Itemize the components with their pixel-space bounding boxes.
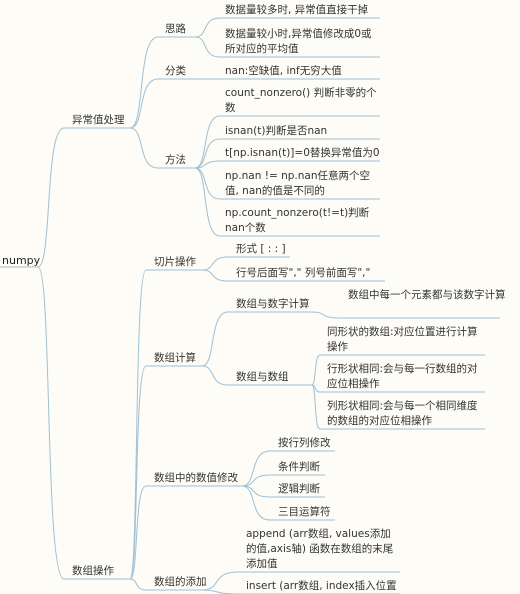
leaf-methods-3[interactable]: t[np.isnan(t)]=0替换异常值为0: [225, 147, 380, 159]
edge-methods-2-connector: [194, 138, 221, 169]
edge-calc-connector: [129, 365, 147, 580]
node-modify[interactable]: 数组中的数值修改: [154, 472, 238, 484]
node-calc[interactable]: 数组计算: [154, 352, 196, 364]
edge-ideas-1-connector: [194, 17, 221, 38]
node-array-ops[interactable]: 数组操作: [72, 565, 114, 577]
edge-add-1-connector: [201, 571, 239, 591]
edge-calc-num-1-connector: [311, 311, 341, 319]
edge-slicing-2-connector: [201, 269, 229, 282]
leaf-methods-2[interactable]: isnan(t)判断是否nan: [225, 125, 328, 137]
edge-array-ops-connector: [37, 266, 65, 580]
edge-calc-num-connector: [201, 311, 229, 367]
leaf-modify-1[interactable]: 按行列修改: [278, 437, 331, 449]
edge-add-2-connector: [201, 589, 239, 594]
leaf-modify-4[interactable]: 三目运算符: [278, 506, 331, 518]
leaf-calc-arr-1[interactable]: 同形状的数组:对应位置进行计算操作: [327, 326, 478, 353]
leaf-methods-4[interactable]: np.nan != np.nan任意两个空值, nan的值是不同的: [225, 170, 370, 197]
leaf-categories-1[interactable]: nan:空缺值, inf无穷大值: [225, 65, 342, 77]
leaf-add-1[interactable]: append (arr数组, values添加的值,axis轴) 函数在数组的末…: [246, 528, 394, 570]
edge-modify-1-connector: [241, 450, 271, 487]
edge-calc-arr-1-connector: [311, 354, 321, 386]
node-ideas[interactable]: 思路: [165, 23, 186, 35]
node-calc-num[interactable]: 数组与数字计算: [236, 298, 310, 310]
edge-methods-1-connector: [194, 115, 221, 169]
edge-modify-2-connector: [241, 474, 271, 487]
node-slicing[interactable]: 切片操作: [154, 256, 196, 268]
leaf-ideas-2[interactable]: 数据量较小时,异常值修改成0或所对应的平均值: [225, 28, 372, 55]
edge-ideas-2-connector: [194, 36, 221, 58]
leaf-modify-2[interactable]: 条件判断: [278, 461, 320, 473]
leaf-ideas-1[interactable]: 数据量较多时, 异常值直接干掉: [225, 4, 369, 16]
leaf-methods-5[interactable]: np.count_nonzero(t!=t)判断nan个数: [225, 207, 370, 234]
node-categories[interactable]: 分类: [165, 65, 186, 77]
edge-calc-arr-2-connector: [311, 384, 321, 393]
leaf-slicing-1[interactable]: 形式 [ : : ]: [236, 243, 286, 255]
edge-methods-connector: [129, 127, 159, 169]
edge-modify-4-connector: [241, 485, 271, 521]
edge-methods-3-connector: [194, 160, 221, 169]
leaf-calc-num-1[interactable]: 数组中每一个元素都与该数字计算: [348, 289, 506, 301]
leaf-add-2[interactable]: insert (arr数组, index插入位置: [246, 580, 397, 592]
node-calc-arr[interactable]: 数组与数组: [236, 371, 289, 383]
leaf-calc-arr-2[interactable]: 行形状相同:会与每一行数组的对应位相操作: [327, 363, 478, 390]
edge-calc-arr-3-connector: [311, 384, 321, 430]
edge-ideas-connector: [129, 36, 159, 129]
edge-modify-connector: [129, 485, 147, 580]
edge-methods-5-connector: [194, 167, 221, 237]
node-add[interactable]: 数组的添加: [154, 576, 207, 588]
root-node[interactable]: numpy: [2, 254, 41, 267]
edge-categories-connector: [129, 78, 159, 129]
leaf-slicing-2[interactable]: 行号后面写"," 列号前面写",": [236, 267, 371, 279]
edge-methods-4-connector: [194, 167, 221, 200]
edge-outlier-connector: [37, 127, 65, 268]
edge-slicing-1-connector: [201, 256, 229, 271]
edge-calc-arr-connector: [201, 365, 229, 386]
node-methods[interactable]: 方法: [165, 154, 186, 166]
leaf-methods-1[interactable]: count_nonzero() 判断非零的个数: [225, 87, 377, 114]
node-outlier[interactable]: 异常值处理: [72, 114, 125, 126]
leaf-calc-arr-3[interactable]: 列形状相同:会与每一个相同维度的数组的对应位相操作: [327, 400, 478, 427]
leaf-modify-3[interactable]: 逻辑判断: [278, 483, 320, 495]
edge-add-connector: [129, 578, 147, 591]
